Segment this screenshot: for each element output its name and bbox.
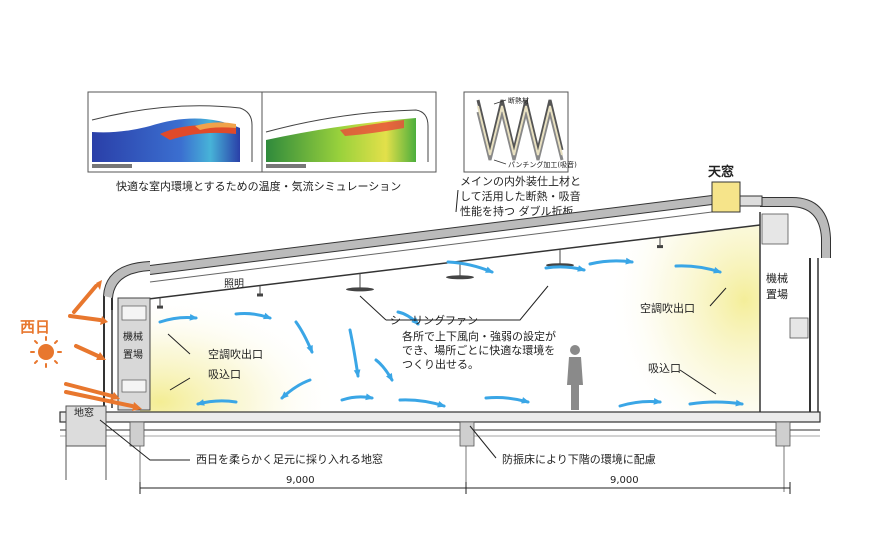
floor-window-label: 地窓 [74, 406, 94, 419]
machine-room-left-line1: 機械 [123, 330, 143, 343]
fan-desc-line3: つくり出せる。 [402, 357, 479, 371]
airflow-arrow [484, 396, 530, 404]
west-sun-ray-heads [96, 280, 142, 411]
airflow-arrow [340, 393, 374, 402]
panel-desc-line1: メインの内外装仕上材と [460, 174, 581, 188]
fan-desc-line2: でき、場所ごとに快適な環境を [402, 343, 555, 357]
dimension-left: 9,000 [286, 475, 315, 486]
simulation-images [87, 91, 437, 173]
airflow-arrow [234, 312, 272, 320]
machine-room-right-line2: 置場 [766, 288, 788, 301]
ceiling-fan-icon [346, 273, 374, 292]
lighting-label: 照明 [224, 278, 244, 290]
panel-desc-line2: して活用した断熱・吸音 [460, 189, 581, 203]
airflow-arrow [544, 265, 586, 272]
airflow-arrow [688, 399, 744, 407]
airflow-arrow [446, 260, 494, 274]
fan-desc-line1: 各所で上下風向・強弱の設定が [402, 329, 556, 343]
west-sun-desc: 西日を柔らかく足元に採り入れる地窓 [196, 452, 383, 466]
leader-lines [99, 189, 727, 461]
airflow-arrow [398, 398, 446, 408]
panel-desc-line3: 性能を持つ ダブル折板 [460, 204, 574, 218]
light-fixture-icon [657, 237, 663, 249]
airflow-arrow [294, 320, 314, 354]
machine-room-left-line2: 置場 [123, 348, 143, 361]
west-sun-label: 西日 [20, 318, 50, 336]
machine-room-right-line1: 機械 [766, 271, 788, 285]
airflow-arrow [158, 313, 198, 324]
floor-desc: 防振床により下階の環境に配慮 [502, 452, 656, 466]
airflow-arrows [158, 257, 744, 408]
panel-punching-label: パンチング加工(吸音) [508, 160, 577, 169]
ac-outlet-right-label: 空調吹出口 [640, 301, 695, 315]
ac-outlet-left-label: 空調吹出口 [208, 347, 263, 361]
airflow-arrow [374, 358, 394, 382]
sun-icon [30, 336, 62, 368]
intake-right-label: 吸込口 [648, 362, 681, 375]
dimension-line [139, 482, 791, 494]
airflow-arrow [674, 264, 722, 274]
walls-and-floor [59, 212, 821, 492]
person-silhouette [567, 345, 583, 410]
panel-insulation-label: 断熱材 [508, 96, 529, 105]
simulation-caption: 快適な室内環境とするための温度・気流シミュレーション [116, 179, 401, 193]
airflow-arrow [396, 310, 420, 326]
skylight-label: 天窓 [708, 164, 734, 180]
dimension-right: 9,000 [610, 475, 639, 486]
light-fixture-icon [257, 285, 263, 297]
airflow-arrow [348, 328, 361, 378]
roof-structure [103, 181, 831, 310]
light-fixture-icon [157, 297, 163, 309]
airflow-arrow [280, 378, 312, 400]
airflow-arrow [196, 399, 238, 406]
panel-detail-inset [463, 91, 569, 173]
intake-left-label: 吸込口 [208, 368, 241, 381]
ceiling-fan-label: シーリングファン [390, 313, 478, 327]
airflow-arrow [588, 257, 634, 266]
airflow-arrow [618, 398, 662, 408]
west-sun-rays [64, 284, 134, 408]
